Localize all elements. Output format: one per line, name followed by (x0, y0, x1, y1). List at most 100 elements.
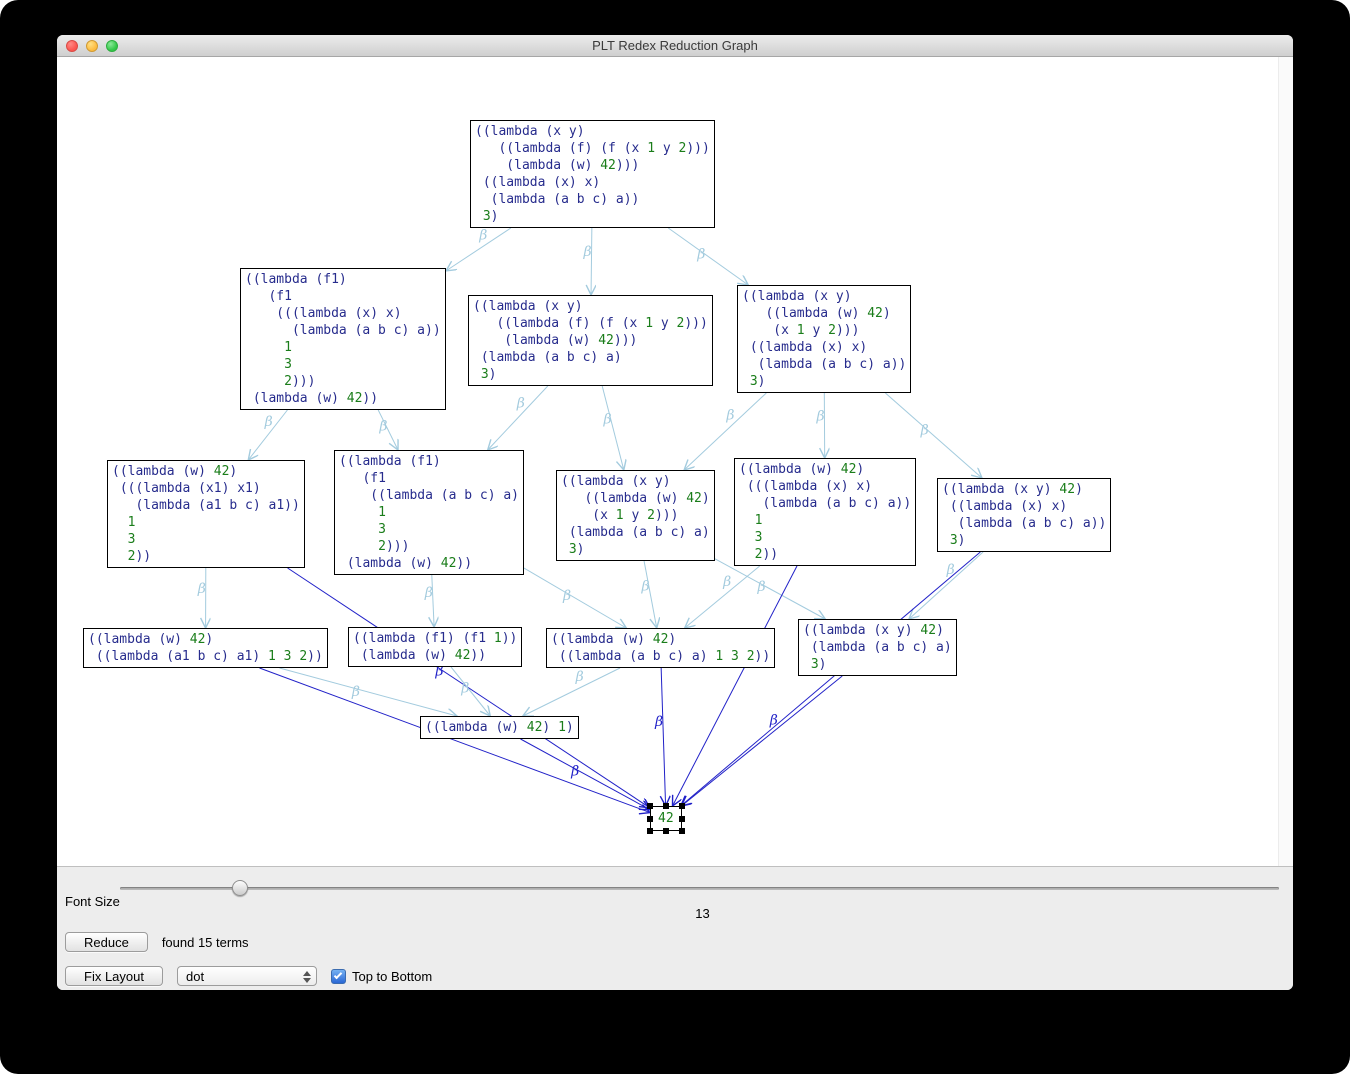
term-line: ((lambda (f1) (339, 454, 441, 469)
term-line: (lambda (a b c) a) (803, 640, 952, 655)
term-node-n7[interactable]: ((lambda (w) 42) (((lambda (x) x) (lambd… (734, 458, 917, 566)
slider-track[interactable] (120, 887, 1279, 890)
term-line: 3) (480, 367, 497, 382)
term-line: (lambda (a b c) a)) (739, 496, 912, 511)
selection-handle-se[interactable] (678, 828, 685, 834)
term-line: 2))) (284, 374, 316, 389)
top-to-bottom-checkbox[interactable] (330, 968, 346, 984)
minimize-button[interactable] (86, 40, 98, 52)
selection-handle-s[interactable] (662, 828, 669, 834)
term-line: (((lambda (x) x) (245, 306, 402, 321)
term-node-n6[interactable]: ((lambda (x y) ((lambda (w) 42) (x 1 y 2… (556, 470, 715, 561)
term-line: (lambda (a b c) a)) (475, 192, 640, 207)
layout-select[interactable]: dot (176, 966, 317, 986)
term-node-n4[interactable]: ((lambda (w) 42) (((lambda (x1) x1) (lam… (107, 460, 305, 568)
term-line: (f1 (339, 471, 386, 486)
font-size-label: Font Size (65, 894, 120, 909)
reduction-edge-n7-n14 (672, 565, 798, 806)
reduction-edge-n2-n6 (601, 385, 624, 470)
term-node-n1[interactable]: ((lambda (f1) (f1 (((lambda (x) x) (lamb… (240, 268, 446, 410)
graph-area: βββββββββββββββββββββββββββ ((lambda (x … (57, 57, 1293, 866)
selection-handle-nw[interactable] (647, 803, 653, 809)
graph-canvas[interactable]: βββββββββββββββββββββββββββ ((lambda (x … (57, 57, 1278, 866)
reduction-edge-n12-n14 (681, 675, 843, 806)
term-line: (lambda (a b c) a) (473, 350, 622, 365)
reduction-edge-n3-n8 (885, 392, 982, 478)
fix-layout-button[interactable]: Fix Layout (65, 966, 163, 986)
zoom-button[interactable] (106, 40, 118, 52)
reduce-button[interactable]: Reduce (65, 932, 148, 952)
close-button[interactable] (66, 40, 78, 52)
term-line: 2))) (378, 539, 410, 554)
term-line: 1 (284, 340, 292, 355)
reduce-row: Reduce found 15 terms (65, 931, 1293, 953)
slider-thumb[interactable] (232, 880, 248, 896)
term-line: 3) (810, 657, 827, 672)
term-node-n14[interactable]: 42 (647, 803, 685, 834)
term-node-n9[interactable]: ((lambda (w) 42) ((lambda (a1 b c) a1) 1… (83, 628, 328, 668)
window-titlebar[interactable]: PLT Redex Reduction Graph (57, 35, 1293, 57)
edge-label-beta: β (815, 408, 824, 424)
term-node-n10[interactable]: ((lambda (f1) (f1 1)) (lambda (w) 42)) (348, 627, 523, 667)
term-line: (lambda (a b c) a)) (245, 323, 441, 338)
font-size-slider[interactable] (120, 867, 1279, 905)
edge-label-beta: β (920, 423, 929, 439)
reduction-edge-n9-n14 (259, 667, 650, 813)
selection-handle-e[interactable] (678, 815, 685, 822)
term-line: ((lambda (w) 42) (112, 464, 238, 479)
vertical-scrollbar[interactable] (1278, 57, 1293, 866)
term-line: 3) (568, 542, 585, 557)
selection-handle-sw[interactable] (647, 828, 653, 834)
term-line: 3) (949, 533, 966, 548)
term-line: 1 (754, 513, 763, 528)
term-line: ((lambda (x) x) (475, 175, 601, 190)
term-line: ((lambda (w) 42) (551, 632, 677, 647)
edge-label-beta: β (654, 714, 663, 730)
term-line: 3) (482, 209, 499, 224)
reduction-edge-n0-n2 (591, 227, 592, 295)
edge-label-beta: β (264, 414, 273, 430)
term-line: (lambda (w) 42)) (245, 391, 379, 406)
term-node-n8[interactable]: ((lambda (x y) 42) ((lambda (x) x) (lamb… (937, 478, 1112, 552)
reduction-edge-n1-n4 (248, 409, 288, 460)
term-line: (lambda (w) 42))) (475, 158, 640, 173)
selection-handle-w[interactable] (647, 815, 653, 822)
control-panel: Font Size 13 Reduce found 15 terms Fix L… (57, 866, 1293, 990)
edge-label-beta: β (516, 395, 525, 411)
reduction-edge-n8-n14 (681, 551, 981, 806)
reduction-edge-n4-n14 (287, 567, 650, 808)
selection-handle-n[interactable] (662, 803, 669, 809)
edge-label-beta: β (583, 244, 592, 260)
term-line: 3 (378, 522, 386, 537)
term-node-n5[interactable]: ((lambda (f1) (f1 ((lambda (a b c) a) 1 … (334, 450, 525, 575)
edge-label-beta: β (378, 418, 387, 434)
reduction-edge-n5-n11 (523, 567, 626, 628)
font-size-row: Font Size (57, 867, 1293, 909)
edge-label-beta: β (351, 684, 360, 700)
term-line: (lambda (a b c) a) (561, 525, 710, 540)
selection-handle-ne[interactable] (678, 803, 685, 809)
term-node-n0[interactable]: ((lambda (x y) ((lambda (f) (f (x 1 y 2)… (470, 120, 715, 228)
edge-label-beta: β (756, 579, 765, 595)
term-line: (lambda (a b c) a)) (942, 516, 1107, 531)
term-line: (lambda (w) 42)) (353, 648, 487, 663)
term-node-n3[interactable]: ((lambda (x y) ((lambda (w) 42) (x 1 y 2… (737, 285, 912, 393)
traffic-lights (66, 40, 118, 52)
term-line: ((lambda (f1) (245, 272, 347, 287)
reduction-edge-n3-n6 (684, 392, 767, 470)
term-node-n12[interactable]: ((lambda (x y) 42) (lambda (a b c) a) 3) (798, 619, 957, 676)
term-node-n13[interactable]: ((lambda (w) 42) 1) (420, 716, 579, 739)
reduction-edge-n11-n14 (661, 667, 665, 806)
term-line: ((lambda (x y) (561, 474, 671, 489)
edge-label-beta: β (478, 227, 487, 243)
term-line: 1 (378, 505, 386, 520)
term-line: (lambda (w) 42))) (473, 333, 638, 348)
edge-label-beta: β (460, 681, 469, 697)
term-node-n2[interactable]: ((lambda (x y) ((lambda (f) (f (x 1 y 2)… (468, 295, 713, 386)
term-line: (f1 (245, 289, 292, 304)
edge-label-beta: β (725, 408, 734, 424)
term-line: ((lambda (w) 42) (742, 306, 891, 321)
term-line: 3 (284, 357, 292, 372)
term-node-n11[interactable]: ((lambda (w) 42) ((lambda (a b c) a) 1 3… (546, 628, 776, 668)
